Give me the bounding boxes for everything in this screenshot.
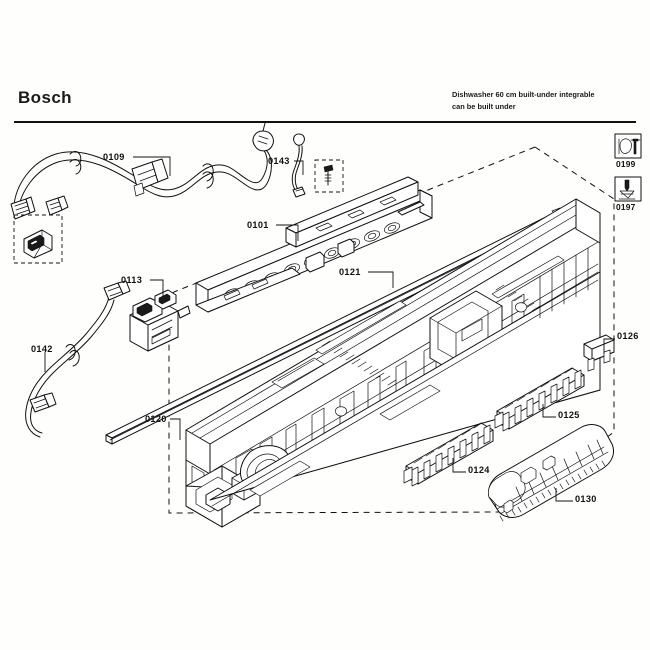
part-0125-upper-cover-strip: [494, 367, 585, 432]
callout-0109[interactable]: 0109: [103, 152, 125, 162]
part-0120-inner-door-panel: [185, 198, 601, 528]
callout-0126[interactable]: 0126: [617, 331, 639, 341]
model-description-line1: Dishwasher 60 cm built-under integrable: [452, 90, 595, 99]
model-description-line2: can be built under: [452, 101, 516, 111]
model-description: Dishwasher 60 cm built-under integrable …: [452, 89, 632, 112]
icon-box-0199[interactable]: [614, 133, 642, 159]
callout-0143[interactable]: 0143: [268, 156, 290, 166]
part-0109-wiring-harness: [10, 122, 274, 264]
brand-logo-bosch: Bosch: [18, 88, 72, 107]
callout-0142[interactable]: 0142: [31, 344, 53, 354]
part-0113-lock-module: [129, 289, 191, 352]
callout-0101[interactable]: 0101: [247, 220, 269, 230]
part-0143-spring-hook: [291, 133, 344, 198]
callout-0120[interactable]: 0120: [145, 414, 167, 424]
callout-0130[interactable]: 0130: [575, 494, 597, 504]
header-divider: [14, 121, 636, 123]
callout-0113[interactable]: 0113: [121, 275, 143, 285]
part-0126-end-cap: [583, 334, 615, 372]
icon-label-0197: 0197: [616, 202, 636, 212]
callout-0125[interactable]: 0125: [558, 410, 580, 420]
part-0101-control-panel: [195, 176, 433, 313]
part-0130-base-trough-cover: [488, 424, 615, 522]
part-0124-lower-cover-strip: [403, 422, 494, 487]
callout-leader-lines: [44, 156, 615, 502]
icon-box-0197[interactable]: [614, 176, 642, 202]
part-0142-sensor-cable: [25, 280, 131, 438]
icon-label-0199: 0199: [616, 159, 636, 169]
callout-0124[interactable]: 0124: [468, 465, 490, 475]
callout-0121[interactable]: 0121: [339, 267, 361, 277]
